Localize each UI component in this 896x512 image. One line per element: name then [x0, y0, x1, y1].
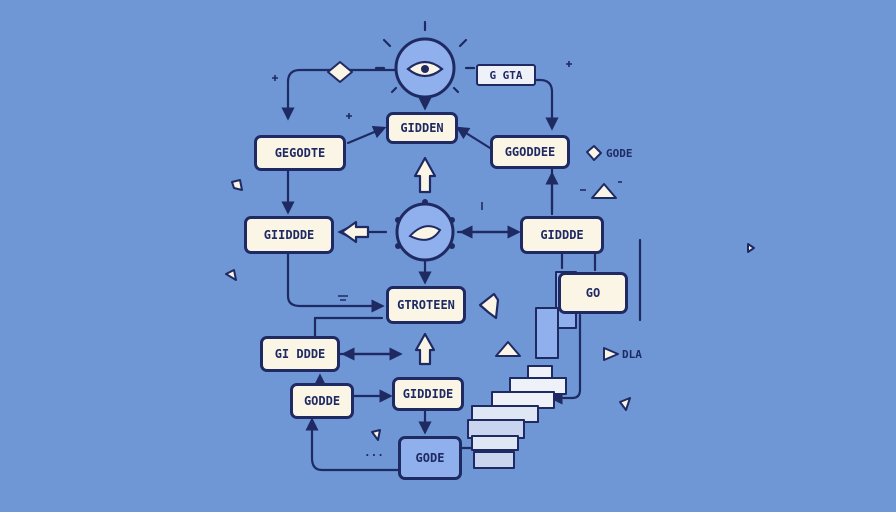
node-ggoddee[interactable]: GGODDEE	[490, 135, 570, 169]
eye-icon	[394, 37, 456, 99]
sun-rays-icon	[374, 20, 476, 94]
up-arrow-icon	[413, 156, 437, 366]
node-gtroteen[interactable]: GTROTEEN	[386, 286, 466, 324]
sparkle-icon	[272, 61, 622, 301]
gode-note: GODE	[606, 147, 633, 160]
diamond-icon	[225, 61, 755, 441]
tent-icon	[495, 183, 619, 361]
node-go[interactable]: GO	[558, 272, 628, 314]
dla-note: DLA	[622, 348, 642, 361]
node-giddide[interactable]: GIDDIDE	[392, 377, 464, 411]
node-gidden[interactable]: GIDDEN	[386, 112, 458, 144]
node-godde[interactable]: GODDE	[290, 383, 354, 419]
node-gegodte[interactable]: GEGODTE	[254, 135, 346, 171]
node-gode-bottom[interactable]: GODE	[398, 436, 462, 480]
hub-icon	[395, 199, 455, 262]
node-gi-ddde[interactable]: GI DDDE	[260, 336, 340, 372]
top-right-tag: G GTA	[476, 64, 536, 86]
ellipsis-note: ...	[364, 446, 384, 459]
left-arrow-icon	[340, 220, 500, 320]
node-giidddde[interactable]: GIIDDDE	[244, 216, 334, 254]
node-giddde-right[interactable]: GIDDDE	[520, 216, 604, 254]
